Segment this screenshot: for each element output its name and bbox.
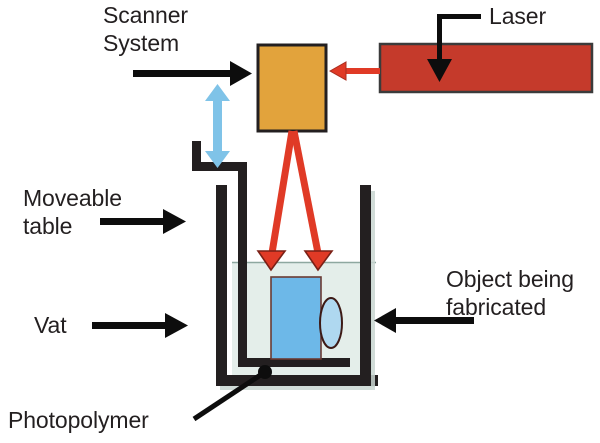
vat-wall-left	[216, 185, 227, 386]
vat-shadow-right	[371, 191, 375, 387]
vat-wall-bottom	[216, 375, 378, 386]
vat-label: Vat	[34, 312, 67, 338]
table-arm-upper-vertical	[192, 141, 201, 171]
scanner-box	[256, 43, 328, 133]
object-pointer-arrow	[374, 308, 474, 333]
photopolymer-leader-line	[192, 365, 272, 422]
scanner-pointer-arrow	[133, 61, 252, 86]
photopolymer-label: Photopolymer	[8, 407, 149, 433]
beam-right-leg	[290, 130, 322, 254]
scanner-label-line1: Scanner	[103, 2, 188, 28]
object-label-line1: Object being	[446, 266, 574, 292]
vertical-travel-double-arrow	[205, 84, 230, 168]
laser-box	[378, 42, 594, 94]
laser-pointer-arrow	[427, 14, 481, 82]
scanner-label-line2: System	[103, 30, 179, 56]
vat-shadow-bottom	[220, 386, 375, 390]
moveable-label-line1: Moveable	[23, 185, 122, 211]
laser-beam-arrowhead	[328, 61, 347, 81]
vat-interior-air	[232, 196, 372, 262]
beam-right-arrowhead	[303, 250, 334, 272]
vat-wall-right	[360, 185, 371, 386]
table-arm-horizontal-step	[192, 162, 247, 171]
object-cross-section-ellipse	[319, 297, 343, 349]
moveable-table-pointer-arrow	[100, 209, 186, 234]
fabricated-object	[270, 276, 322, 360]
table-arm-vertical-descend	[238, 162, 247, 367]
moveable-label-line2: table	[23, 213, 72, 239]
object-label-line2: fabricated	[446, 294, 546, 320]
vat-pointer-arrow	[92, 313, 188, 338]
beam-left-arrowhead	[256, 250, 287, 272]
build-platform-bar	[238, 358, 350, 367]
beam-left-leg	[268, 130, 296, 254]
laser-label: Laser	[489, 3, 546, 29]
